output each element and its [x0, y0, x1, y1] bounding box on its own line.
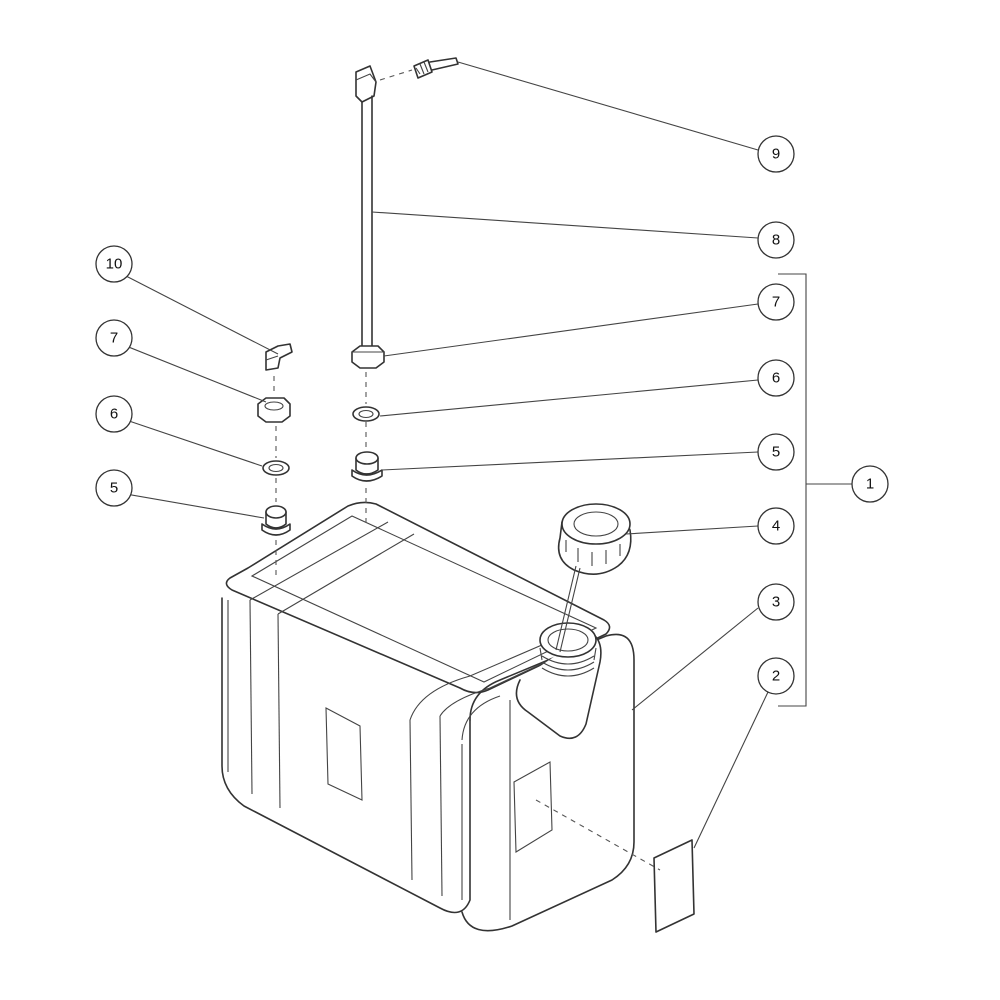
svg-text:5: 5 [772, 444, 780, 461]
sender-tube-assembly [351, 65, 385, 528]
cap-tether [555, 565, 577, 651]
front-label-panel [513, 761, 553, 853]
decal-placement-line [535, 799, 661, 871]
callout-5-left: 5 [95, 469, 133, 507]
callout-9: 9 [757, 135, 795, 173]
svg-text:3: 3 [772, 594, 780, 611]
callout-3: 3 [757, 583, 795, 621]
leader-lines [125, 61, 852, 849]
side-label-panel [325, 707, 363, 801]
callout-5-right: 5 [757, 433, 795, 471]
filler-neck [515, 622, 602, 740]
svg-text:10: 10 [106, 256, 123, 273]
svg-text:4: 4 [772, 518, 780, 535]
svg-text:6: 6 [110, 406, 118, 423]
callout-7-left: 7 [95, 319, 133, 357]
callout-6-left: 6 [95, 395, 133, 433]
svg-text:7: 7 [110, 330, 118, 347]
vent-fitting-assembly [257, 343, 293, 580]
callout-2: 2 [757, 657, 795, 695]
callout-10: 10 [95, 245, 133, 283]
callout-7-right: 7 [757, 283, 795, 321]
callout-4: 4 [757, 507, 795, 545]
svg-text:9: 9 [772, 146, 780, 163]
svg-text:5: 5 [110, 480, 118, 497]
svg-text:7: 7 [772, 294, 780, 311]
callout-6-right: 6 [757, 359, 795, 397]
fuel-tank [221, 501, 635, 932]
hose-barb-fitting [379, 57, 459, 81]
filler-cap [557, 503, 632, 575]
svg-text:1: 1 [866, 476, 874, 493]
svg-text:6: 6 [772, 370, 780, 387]
decal-sheet [653, 839, 695, 933]
svg-text:8: 8 [772, 232, 780, 249]
callout-8: 8 [757, 221, 795, 259]
callout-1: 1 [851, 465, 889, 503]
svg-text:2: 2 [772, 668, 780, 685]
